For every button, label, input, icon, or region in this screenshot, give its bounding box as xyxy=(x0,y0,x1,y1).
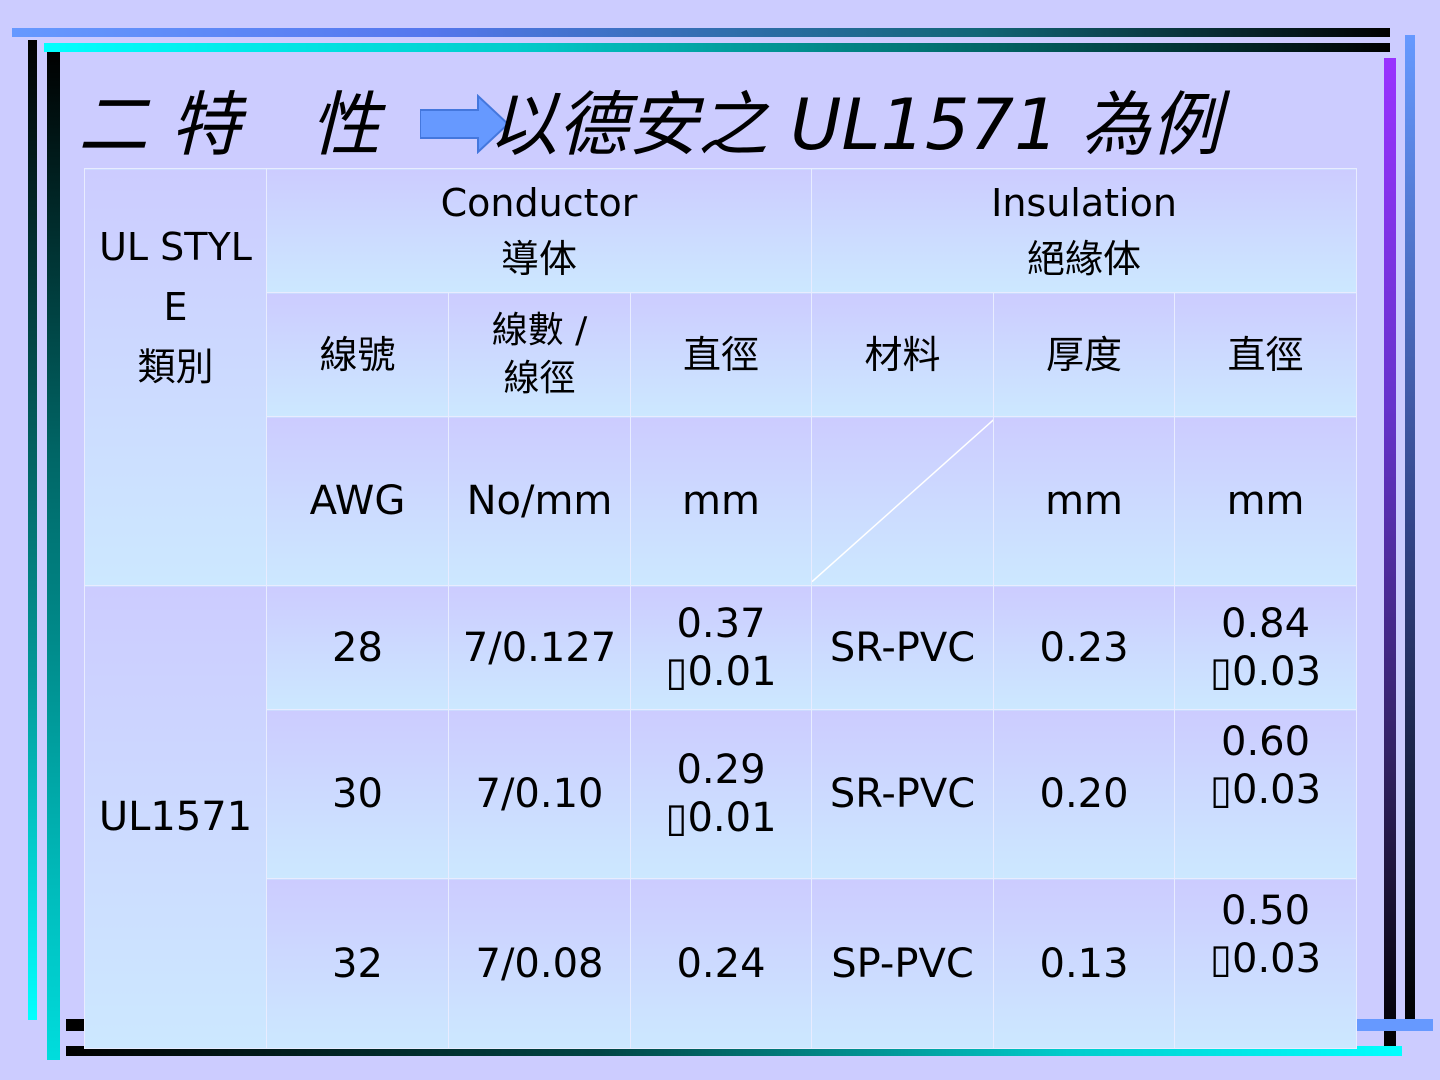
conductor-diameter-header: 直徑 xyxy=(629,292,813,417)
strands-cell: 7/0.10 xyxy=(448,709,631,879)
conductor-diameter-tolerance: ▯0.01 xyxy=(665,648,777,695)
insulation-diameter-value: 0.50 xyxy=(1221,888,1311,934)
thickness-cell: 0.20 xyxy=(993,709,1176,879)
gauge-header: 線號 xyxy=(266,292,449,417)
strands-unit: No/mm xyxy=(448,416,631,586)
conductor-diameter-tolerance: ▯0.01 xyxy=(665,795,777,841)
material-cell: SR-PVC xyxy=(811,585,995,710)
spec-table: UL STYL E 類別 Conductor 導体 Insulation 絕緣体… xyxy=(84,168,1358,1049)
frame-left-bar-inner xyxy=(47,52,60,1060)
title-example-label: 以德安之 UL1571 為例 xyxy=(488,84,1221,166)
conductor-diameter-value: 0.29 xyxy=(676,747,766,793)
frame-top-bar xyxy=(12,28,1390,37)
material-unit-empty xyxy=(811,416,995,586)
conductor-diameter-cell: 0.29 ▯0.01 xyxy=(629,709,813,879)
insulation-diameter-value: 0.84 xyxy=(1221,600,1311,647)
material-header: 材料 xyxy=(811,292,995,417)
thickness-unit: mm xyxy=(993,416,1176,586)
insulation-header-en: Insulation xyxy=(991,180,1177,225)
conductor-diameter-unit: mm xyxy=(629,416,813,586)
conductor-diameter-value: 0.24 xyxy=(676,940,766,987)
insulation-diameter-cell: 0.84 ▯0.03 xyxy=(1174,585,1358,710)
ul-style-header-line3: 類別 xyxy=(137,345,214,389)
thickness-header: 厚度 xyxy=(993,292,1176,417)
ul-style-header: UL STYL E 類別 xyxy=(84,168,267,586)
thickness-cell: 0.23 xyxy=(993,585,1176,710)
insulation-diameter-cell: 0.60 ▯0.03 xyxy=(1174,709,1358,879)
ul-style-header-line2: E xyxy=(163,285,188,329)
strands-header: 線數 / 線徑 xyxy=(448,292,631,417)
awg-cell: 28 xyxy=(266,585,449,710)
frame-left-bar xyxy=(28,40,37,1020)
gauge-unit: AWG xyxy=(266,416,449,586)
conductor-diameter-value: 0.37 xyxy=(676,600,766,647)
frame-top-bar-inner xyxy=(44,43,1390,52)
frame-right-bar-outer xyxy=(1405,35,1415,1020)
thickness-cell: 0.13 xyxy=(993,878,1176,1049)
conductor-header-en: Conductor xyxy=(440,180,638,225)
conductor-header-zh: 導体 xyxy=(501,236,578,281)
conductor-diameter-cell: 0.37 ▯0.01 xyxy=(629,585,813,710)
title-section-label: 二 特 性 xyxy=(78,84,381,166)
table-row: UL1571 28 7/0.127 0.37 ▯0.01 SR-PVC 0.23… xyxy=(84,585,1358,1049)
insulation-diameter-cell: 0.50 ▯0.03 xyxy=(1174,878,1358,1049)
insulation-diameter-tolerance: ▯0.03 xyxy=(1210,767,1322,813)
ul-style-value: UL1571 xyxy=(84,585,267,1049)
frame-bottom-bar-inner xyxy=(66,1046,1402,1056)
diagonal-slash-icon xyxy=(812,417,993,585)
insulation-diameter-unit: mm xyxy=(1174,416,1358,586)
material-cell: SP-PVC xyxy=(811,878,995,1049)
table-subheader-row: 線號 線數 / 線徑 直徑 材料 厚度 直徑 xyxy=(85,292,1358,417)
ul-style-header-line1: UL STYL xyxy=(99,225,252,269)
insulation-header-zh: 絕緣体 xyxy=(1027,236,1142,281)
frame-right-bar xyxy=(1384,58,1396,1048)
table-row: 32 7/0.08 0.24 SP-PVC 0.13 0.50 ▯0.03 xyxy=(85,878,1358,1049)
awg-cell: 30 xyxy=(266,709,449,879)
conductor-header: Conductor 導体 xyxy=(265,168,813,293)
insulation-header: Insulation 絕緣体 xyxy=(811,168,1358,293)
insulation-diameter-tolerance: ▯0.03 xyxy=(1210,648,1322,695)
table-units-row: AWG No/mm mm mm mm xyxy=(85,416,1358,586)
slide-title: 二 特 性 以德安之 UL1571 為例 xyxy=(78,80,1278,170)
table-header-row: UL STYL E 類別 Conductor 導体 Insulation 絕緣体 xyxy=(84,168,1358,586)
strands-header-line2: 線徑 xyxy=(503,357,576,399)
table-row: 30 7/0.10 0.29 ▯0.01 SR-PVC 0.20 0.60 ▯0… xyxy=(85,709,1358,879)
insulation-diameter-value: 0.60 xyxy=(1221,719,1311,765)
insulation-diameter-tolerance: ▯0.03 xyxy=(1210,936,1322,982)
strands-header-line1: 線數 / xyxy=(491,309,588,351)
right-arrow-icon xyxy=(420,94,510,154)
insulation-diameter-header: 直徑 xyxy=(1174,292,1358,417)
material-cell: SR-PVC xyxy=(811,709,995,879)
strands-cell: 7/0.127 xyxy=(448,585,631,710)
conductor-diameter-cell: 0.24 xyxy=(629,878,813,1049)
awg-cell: 32 xyxy=(266,878,449,1049)
strands-cell: 7/0.08 xyxy=(448,878,631,1049)
